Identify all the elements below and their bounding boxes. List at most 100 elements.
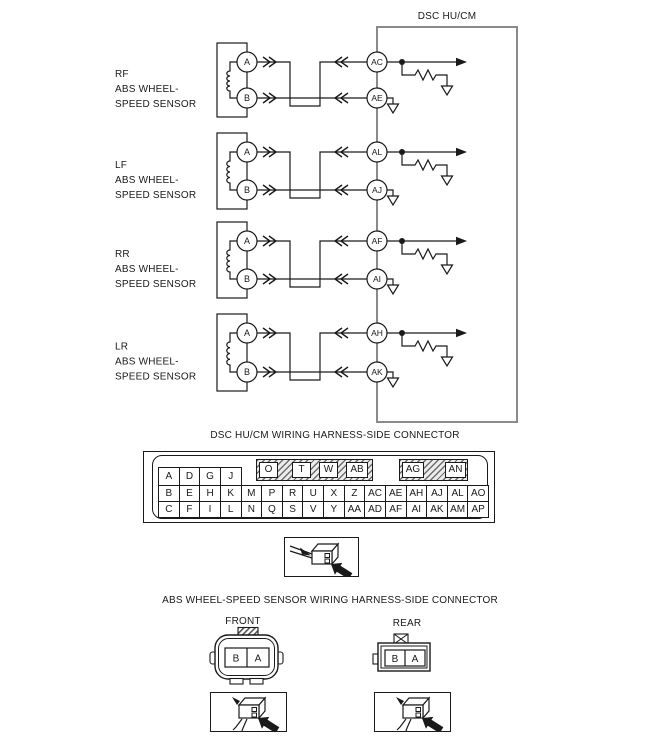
pin-cell: W — [319, 462, 338, 478]
dsc-pin-top-circle — [366, 322, 388, 344]
dsc-pin-bottom-circle — [366, 361, 388, 383]
ground-icon — [440, 264, 454, 276]
sensor-outline — [216, 42, 248, 118]
pointer-arrow-icon — [331, 562, 353, 576]
connector-3d-icon — [396, 696, 444, 731]
pointer-arrow-icon — [422, 716, 444, 731]
chevron-icon — [339, 235, 349, 247]
dsc-hucm-title: DSC HU/CM — [418, 11, 476, 22]
dsc-pin-top-label: AC — [371, 57, 383, 67]
ground-wire — [387, 97, 394, 104]
chevron-icon — [262, 184, 272, 196]
wire-a — [257, 151, 367, 199]
pin-cell: H — [199, 485, 221, 502]
ground-icon — [440, 356, 454, 368]
pin-cell: AH — [405, 485, 428, 502]
dsc-pin-bottom-circle — [366, 87, 388, 109]
pin-cell: R — [281, 485, 304, 502]
resistor-icon — [401, 333, 448, 357]
pin-cell: AD — [364, 501, 386, 518]
sensor-terminal-b-circle — [236, 87, 258, 109]
pin-cell: L — [219, 501, 242, 518]
ground-icon — [386, 377, 400, 389]
sensor-outline — [216, 132, 248, 210]
pin-cell: AE — [384, 485, 407, 502]
lock-tab — [237, 626, 259, 637]
chevron-icon — [262, 92, 272, 104]
pin-cell: V — [302, 501, 324, 518]
arrow-icon — [456, 328, 467, 338]
rear-connector-illustration — [374, 692, 451, 732]
dsc-pin-bottom-label: AK — [371, 367, 383, 377]
sensor-terminal-b-label: B — [244, 93, 250, 103]
front-pin-b: B — [233, 654, 240, 665]
coil-icon — [226, 332, 237, 373]
coil-icon — [226, 151, 237, 191]
chevron-icon — [268, 327, 278, 339]
sensor-name-line: RF — [115, 69, 129, 80]
pin-cell: AK — [426, 501, 448, 518]
sensor-terminal-a-label: A — [244, 236, 250, 246]
front-pin-a: A — [255, 654, 262, 665]
dsc-connector-illustration — [284, 537, 359, 577]
rear-label: REAR — [392, 618, 422, 629]
pin-cell: AB — [346, 462, 368, 478]
ground-icon — [440, 85, 454, 97]
pin-cell: A — [158, 467, 180, 486]
chevron-icon — [268, 184, 278, 196]
chevron-icon — [262, 366, 272, 378]
ground-wire — [387, 371, 394, 378]
front-connector-drawing: B A — [209, 626, 284, 685]
chevron-icon — [268, 92, 278, 104]
pin-cell: Y — [323, 501, 345, 518]
pin-cell: O — [259, 462, 278, 478]
sensor-terminal-a-circle — [236, 51, 258, 73]
chevron-icon — [333, 56, 343, 68]
pin-cell: Z — [343, 485, 366, 502]
pin-cell: M — [240, 485, 263, 502]
pin-cell: D — [178, 467, 201, 486]
sensor-terminal-b-circle — [236, 179, 258, 201]
pin-cell: K — [219, 485, 242, 502]
chevron-icon — [262, 56, 272, 68]
chevron-icon — [262, 327, 272, 339]
pin-cell: AO — [467, 485, 489, 502]
sensor-terminal-a-label: A — [244, 328, 250, 338]
sensor-name-line: SPEED SENSOR — [115, 99, 196, 110]
chevron-icon — [268, 273, 278, 285]
dsc-pin-top-circle — [366, 230, 388, 252]
dsc-pin-bottom-label: AI — [373, 274, 381, 284]
sensor-terminal-a-circle — [236, 141, 258, 163]
resistor-icon — [401, 62, 448, 86]
sensor-name-line: LR — [115, 342, 128, 353]
pin-cell: AG — [402, 462, 424, 478]
chevron-icon — [262, 235, 272, 247]
front-connector-illustration — [210, 692, 287, 732]
dsc-pin-bottom-label: AJ — [372, 185, 382, 195]
pin-cell: AI — [405, 501, 428, 518]
pin-cell: P — [261, 485, 283, 502]
wire-a — [257, 332, 367, 381]
sensor-terminal-a-circle — [236, 322, 258, 344]
chevron-icon — [339, 184, 349, 196]
ground-icon — [386, 284, 400, 296]
sensor-name-line: LF — [115, 160, 127, 171]
pin-cell: AC — [364, 485, 386, 502]
sensor-name-line: ABS WHEEL- — [115, 264, 179, 275]
dsc-pin-bottom-circle — [366, 179, 388, 201]
chevron-icon — [333, 92, 343, 104]
dsc-pin-top-label: AH — [371, 328, 383, 338]
pin-cell: I — [199, 501, 221, 518]
chevron-icon — [262, 146, 272, 158]
dsc-pin-top-label: AF — [372, 236, 383, 246]
chevron-icon — [262, 273, 272, 285]
coil-icon — [226, 240, 237, 280]
